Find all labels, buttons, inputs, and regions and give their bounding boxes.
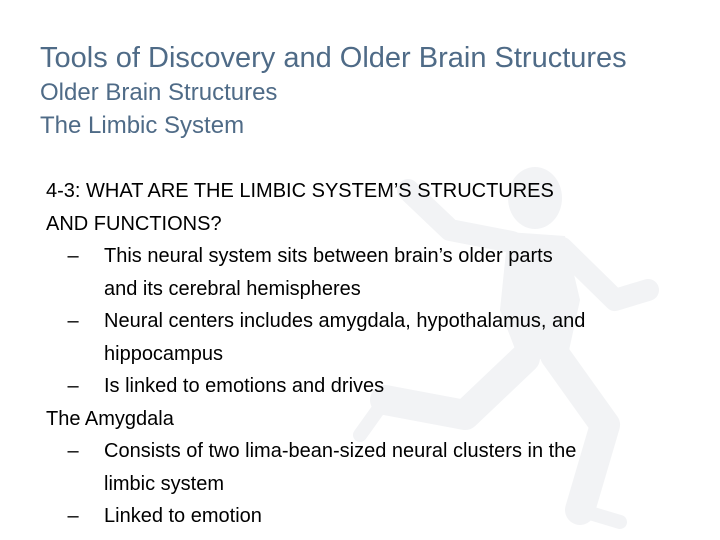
heading-line: The Amygdala (46, 407, 174, 430)
slide-title: Tools of Discovery and Older Brain Struc… (40, 42, 627, 74)
bullet-text: hippocampus (104, 342, 223, 365)
bullet-item: – Is linked to emotions and drives (46, 370, 706, 403)
bullet-item: – Neural centers includes amygdala, hypo… (46, 305, 706, 370)
section-heading-limbic-question: 4-3: WHAT ARE THE LIMBIC SYSTEM’S STRUCT… (46, 175, 706, 240)
bullet-item: – Linked to emotion (46, 500, 706, 533)
section-heading-amygdala: The Amygdala (46, 403, 706, 436)
slide-subtitle-2: The Limbic System (40, 112, 245, 139)
bullet-text: and its cerebral hemispheres (104, 277, 361, 300)
bullet-dash: – (67, 505, 79, 527)
running-figure-icon (353, 167, 659, 529)
bullet-text: Linked to emotion (104, 505, 262, 527)
bullet-dash: – (67, 245, 79, 267)
bullet-text: limbic system (104, 472, 225, 495)
slide-body: 4-3: WHAT ARE THE LIMBIC SYSTEM’S STRUCT… (46, 175, 706, 533)
bullet-text: Consists of two lima-bean-sized neural c… (104, 440, 577, 462)
bullet-dash: – (67, 375, 79, 397)
heading-line: 4-3: WHAT ARE THE LIMBIC SYSTEM’S STRUCT… (46, 180, 554, 202)
slide-subtitle-1: Older Brain Structures (40, 79, 278, 106)
bullet-item: – Consists of two lima-bean-sized neural… (46, 435, 706, 500)
bullet-dash: – (67, 310, 79, 332)
bullet-text: Neural centers includes amygdala, hypoth… (104, 310, 586, 332)
bullet-text: Is linked to emotions and drives (104, 375, 385, 397)
bullet-item: – This neural system sits between brain’… (46, 240, 706, 305)
bullet-dash: – (67, 440, 79, 462)
slide-title-block: Tools of Discovery and Older Brain Struc… (40, 40, 710, 142)
heading-line: AND FUNCTIONS? (46, 212, 222, 235)
bullet-text: This neural system sits between brain’s … (104, 245, 553, 267)
